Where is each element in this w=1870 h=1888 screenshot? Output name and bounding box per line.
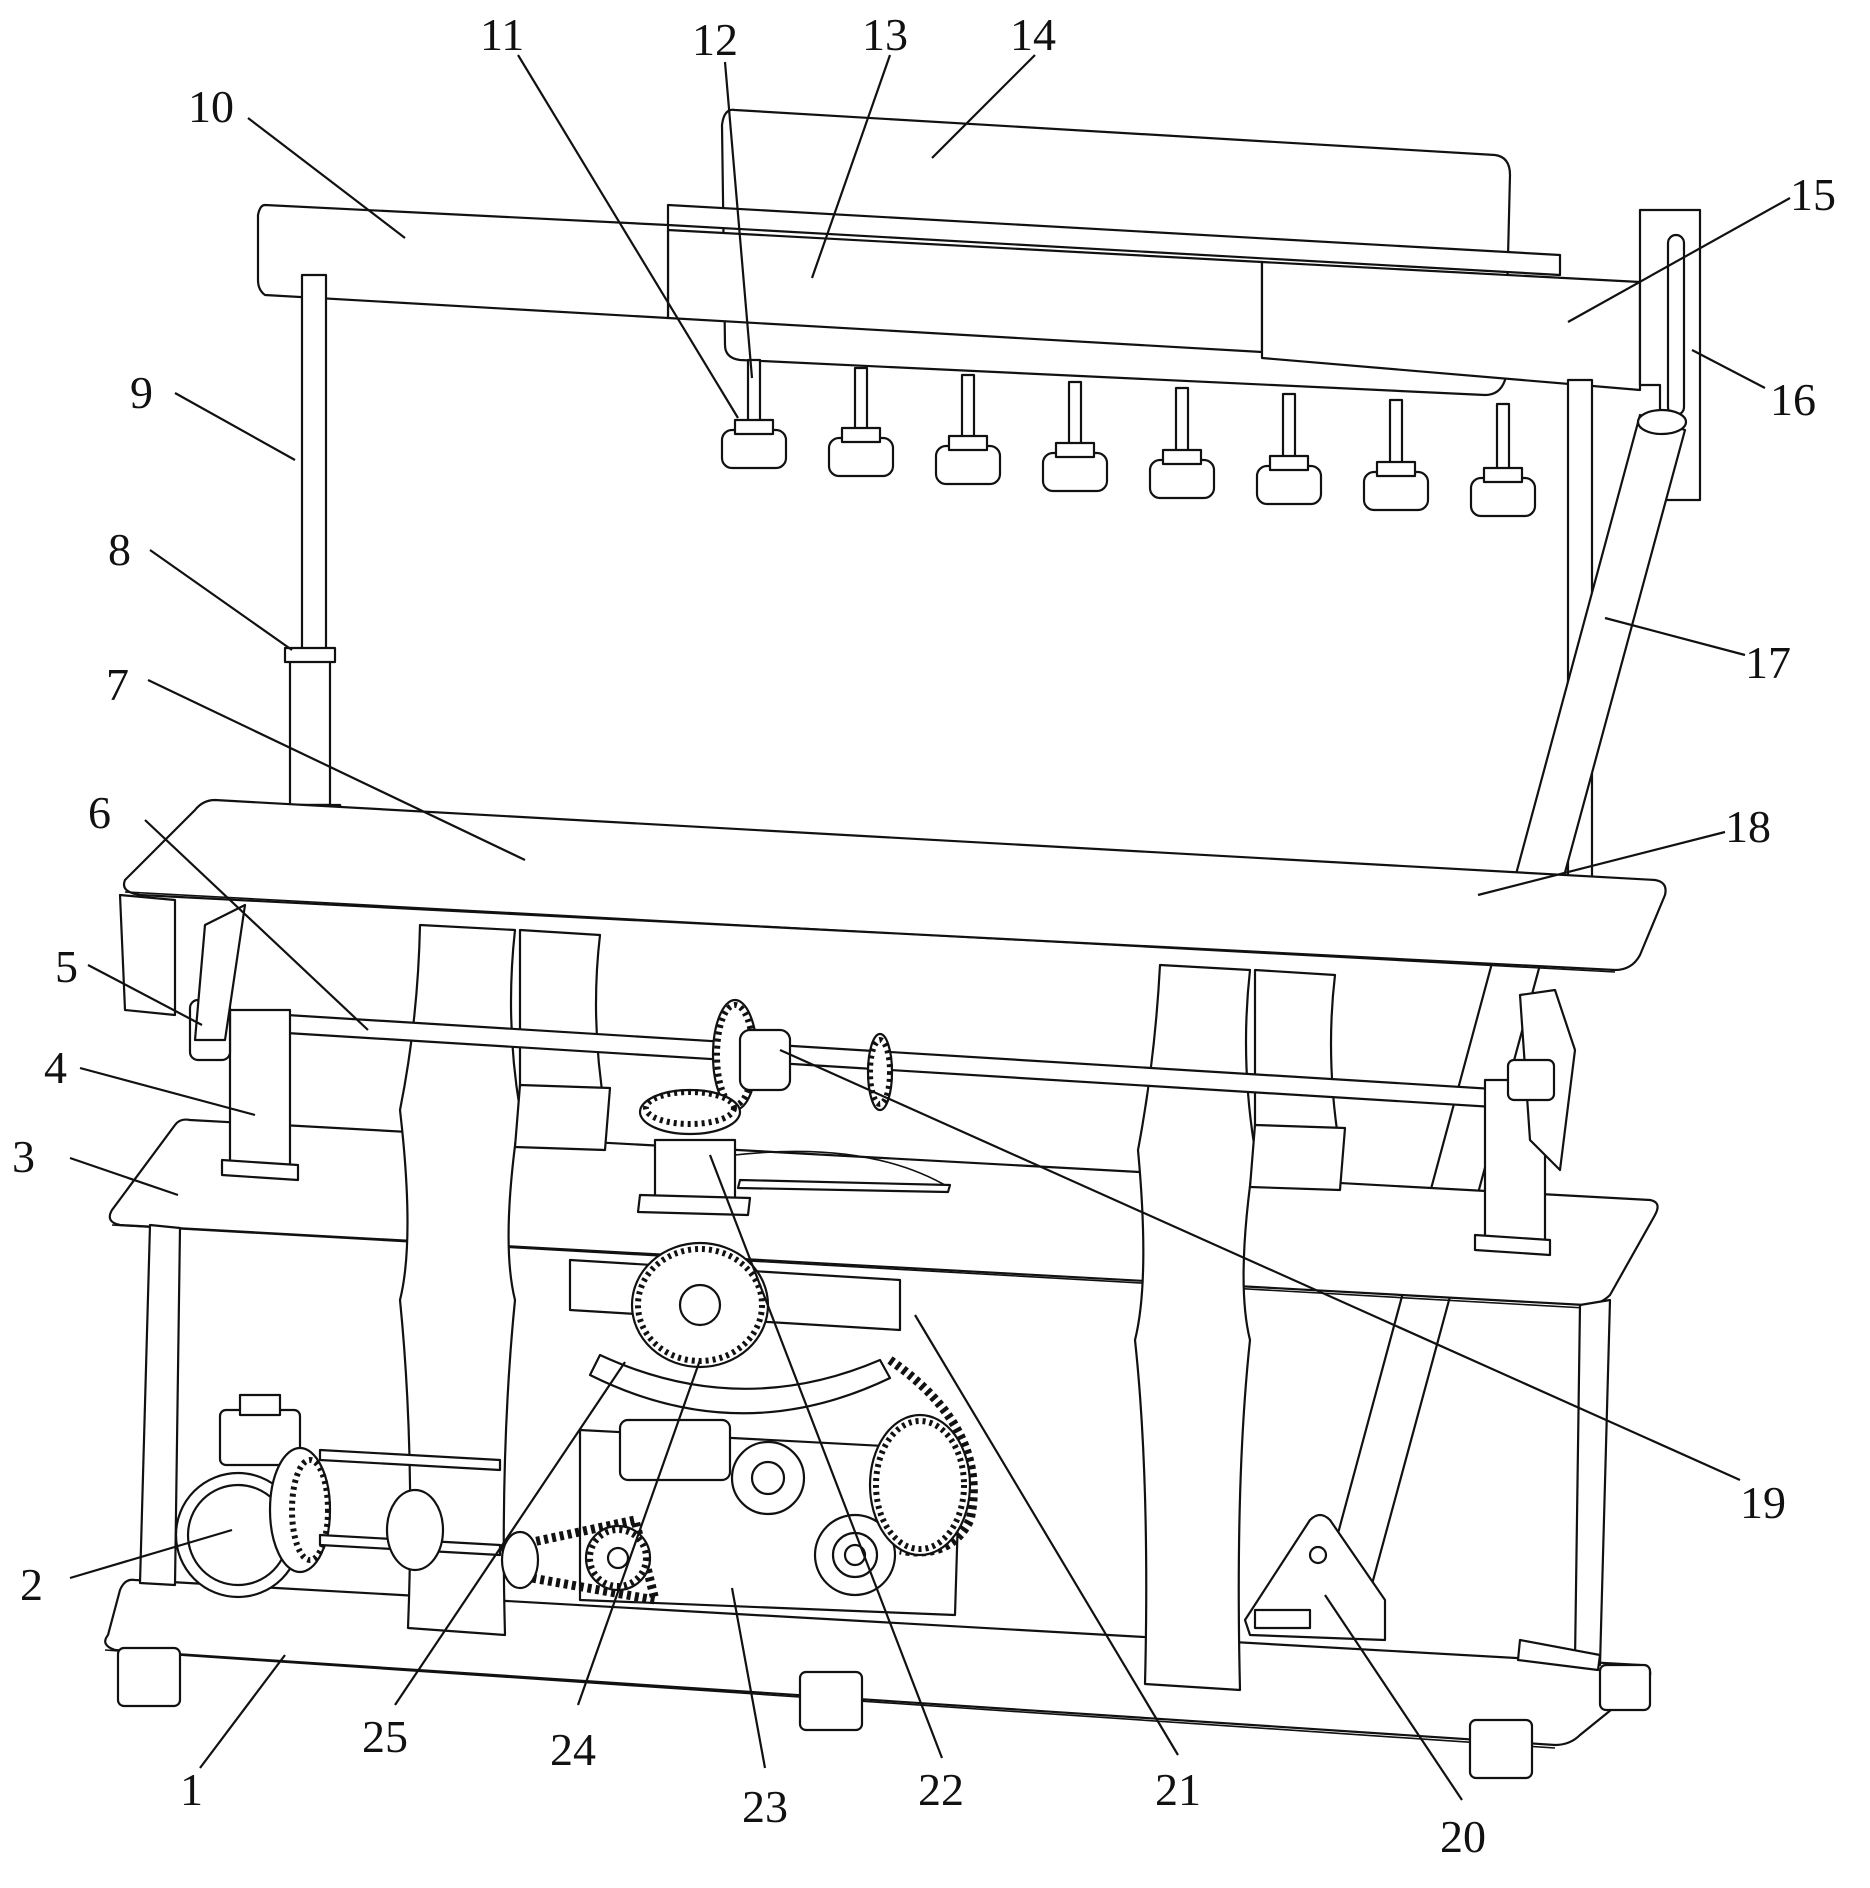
frame-legs bbox=[138, 1223, 1612, 1672]
callout-7: 7 bbox=[106, 659, 129, 710]
leader-16 bbox=[1691, 349, 1766, 389]
callout-19: 19 bbox=[1740, 1477, 1786, 1528]
callout-16: 16 bbox=[1770, 374, 1816, 425]
callout-20: 20 bbox=[1440, 1811, 1486, 1862]
hinge-bracket bbox=[1243, 1513, 1387, 1642]
leader-15 bbox=[1567, 197, 1791, 323]
callout-15: 15 bbox=[1790, 169, 1836, 220]
diagonal-arm bbox=[1318, 408, 1688, 1612]
callout-2: 2 bbox=[20, 1559, 43, 1610]
leader-lines bbox=[69, 54, 1791, 1801]
suction-cup bbox=[934, 373, 1002, 486]
leader-12 bbox=[723, 61, 754, 379]
pillow-blocks bbox=[513, 1083, 1347, 1192]
callout-22: 22 bbox=[918, 1764, 964, 1815]
leader-9 bbox=[174, 392, 296, 461]
vertical-bevel-gear bbox=[636, 1088, 952, 1217]
leader-3 bbox=[69, 1156, 179, 1197]
suction-cup bbox=[1469, 402, 1537, 518]
right-cam bbox=[1506, 988, 1577, 1172]
leader-23 bbox=[730, 1587, 767, 1769]
callout-24: 24 bbox=[550, 1724, 596, 1775]
leader-18 bbox=[1477, 830, 1726, 897]
callout-17: 17 bbox=[1745, 637, 1791, 688]
callout-1: 1 bbox=[180, 1764, 203, 1815]
suction-cup bbox=[720, 358, 788, 470]
suction-cup bbox=[1362, 398, 1430, 512]
callout-3: 3 bbox=[12, 1131, 35, 1182]
callout-18: 18 bbox=[1725, 801, 1771, 852]
callout-12: 12 bbox=[692, 14, 738, 65]
callout-6: 6 bbox=[88, 787, 111, 838]
callout-13: 13 bbox=[862, 9, 908, 60]
sprockets bbox=[584, 1413, 972, 1597]
leader-6 bbox=[144, 819, 369, 1031]
suction-cup bbox=[1255, 392, 1323, 506]
motor bbox=[174, 1393, 540, 1599]
upper-table bbox=[122, 798, 1667, 973]
callout-21: 21 bbox=[1155, 1764, 1201, 1815]
leader-24 bbox=[576, 1359, 702, 1706]
bevel-gear-top bbox=[711, 998, 894, 1112]
callout-9: 9 bbox=[130, 367, 153, 418]
leader-4 bbox=[79, 1066, 256, 1117]
leader-5 bbox=[87, 964, 203, 1026]
leader-14 bbox=[931, 54, 1036, 159]
drive-chain bbox=[498, 1356, 978, 1606]
leader-20 bbox=[1324, 1594, 1463, 1801]
leader-7 bbox=[147, 679, 526, 861]
leader-8 bbox=[149, 549, 293, 651]
callout-8: 8 bbox=[108, 524, 131, 575]
callout-10: 10 bbox=[188, 81, 234, 132]
callout-11: 11 bbox=[480, 9, 524, 60]
suction-cup bbox=[1041, 380, 1109, 493]
callout-23: 23 bbox=[742, 1781, 788, 1832]
leader-21 bbox=[914, 1314, 1179, 1756]
callout-5: 5 bbox=[55, 941, 78, 992]
leader-10 bbox=[247, 117, 406, 239]
suction-cup bbox=[1148, 386, 1216, 500]
suction-cup bbox=[827, 366, 895, 478]
side-bracket bbox=[1638, 208, 1702, 502]
slide-rail bbox=[666, 203, 1562, 354]
leader-19 bbox=[779, 1048, 1741, 1482]
leader-11 bbox=[517, 54, 739, 419]
leader-1 bbox=[199, 1654, 286, 1769]
callout-25: 25 bbox=[362, 1711, 408, 1762]
leader-25 bbox=[394, 1361, 626, 1706]
left-column bbox=[261, 273, 347, 822]
callout-labels: 1 2 3 4 5 6 7 8 9 10 11 12 13 14 15 16 1… bbox=[12, 9, 1836, 1862]
callout-4: 4 bbox=[44, 1042, 67, 1093]
horizontal-shaft bbox=[118, 893, 1552, 1257]
leader-22 bbox=[708, 1154, 944, 1759]
leader-13 bbox=[810, 54, 892, 279]
callout-14: 14 bbox=[1010, 9, 1056, 60]
leader-2 bbox=[69, 1528, 233, 1580]
crossbeam bbox=[256, 203, 1642, 392]
suction-cup-row bbox=[720, 358, 1537, 518]
leader-17 bbox=[1604, 616, 1746, 657]
